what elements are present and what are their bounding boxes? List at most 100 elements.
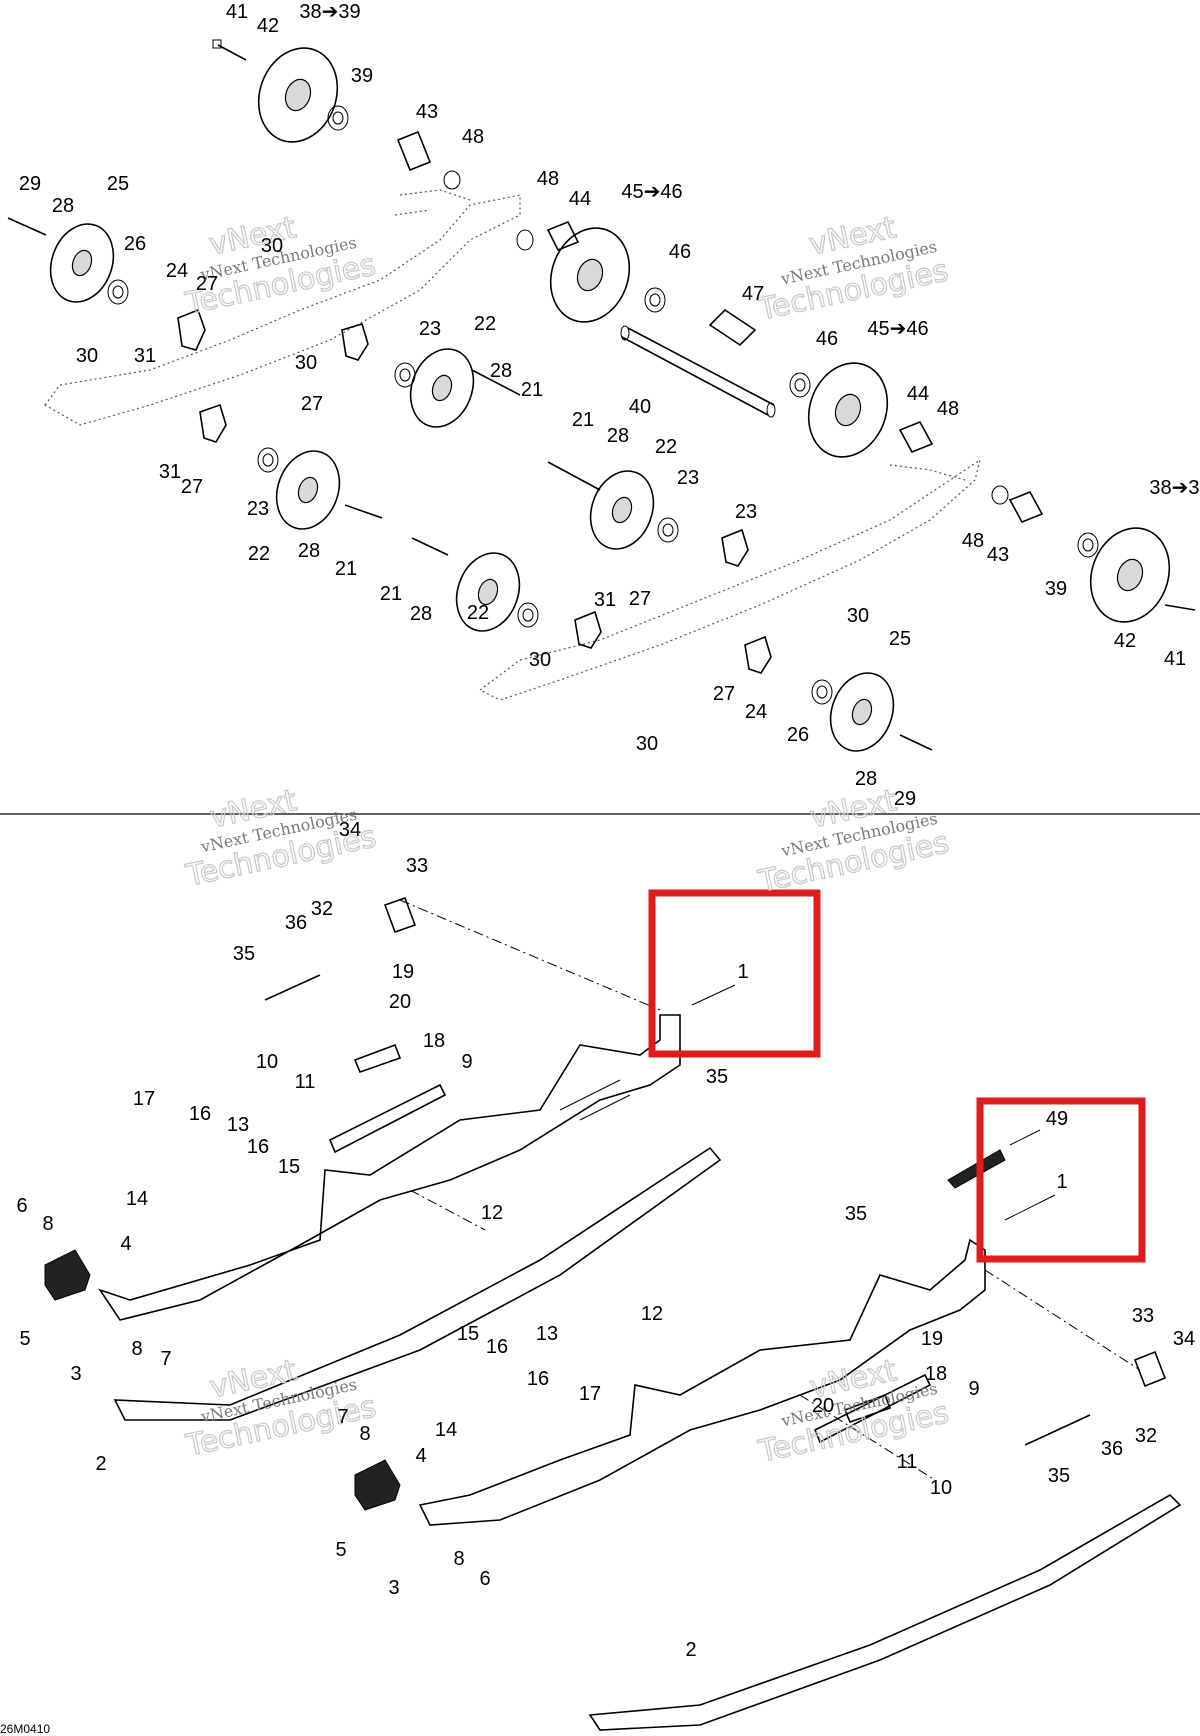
wheel-45-lower	[807, 362, 889, 458]
callout-top-2: 38➔39	[299, 1, 360, 23]
callout-top-5: 48	[462, 126, 484, 148]
callout-bottom-43: 14	[435, 1419, 457, 1441]
callout-bottom-55: 10	[930, 1477, 952, 1499]
wheel-45-upper	[549, 227, 631, 323]
wheel-25-top	[49, 223, 115, 303]
callout-bottom-8: 9	[461, 1051, 472, 1073]
callout-bottom-2: 32	[311, 898, 333, 920]
callout-top-58: 43	[987, 544, 1009, 566]
callout-top-40: 21	[335, 558, 357, 580]
callout-bottom-35: 18	[925, 1363, 947, 1385]
callout-bottom-41: 16	[527, 1368, 549, 1390]
wheel-22-a	[409, 348, 475, 428]
callout-top-54: 28	[855, 768, 877, 790]
callout-bottom-13: 17	[133, 1088, 155, 1110]
callout-top-46: 30	[847, 605, 869, 627]
callout-top-13: 44	[907, 383, 929, 405]
callout-top-61: 41	[1164, 648, 1186, 670]
callout-top-43: 22	[467, 602, 489, 624]
cross-blocks	[383, 896, 1167, 1388]
cross-shaft	[620, 325, 776, 418]
callout-bottom-17: 15	[278, 1156, 300, 1178]
callout-top-31: 21	[572, 409, 594, 431]
top-bolts	[7, 39, 1196, 751]
callout-top-56: 38➔39	[1149, 477, 1200, 499]
callout-bottom-26: 7	[160, 1348, 171, 1370]
callout-top-36: 31	[159, 461, 181, 483]
callout-bottom-49: 8	[453, 1548, 464, 1570]
callout-bottom-46: 4	[415, 1445, 426, 1467]
callout-top-27: 22	[474, 313, 496, 335]
callout-bottom-24: 3	[70, 1363, 81, 1385]
upper-skid	[113, 1146, 722, 1421]
callout-bottom-6: 20	[389, 991, 411, 1013]
callout-bottom-38: 15	[457, 1323, 479, 1345]
callout-bottom-28: 49	[1046, 1108, 1068, 1130]
callout-bottom-16: 16	[247, 1136, 269, 1158]
callout-top-59: 39	[1045, 578, 1067, 600]
callout-top-55: 29	[894, 788, 916, 810]
callout-top-33: 22	[655, 436, 677, 458]
callout-top-57: 48	[962, 530, 984, 552]
highlight-box-upper	[648, 889, 821, 1058]
callout-top-25: 27	[301, 393, 323, 415]
callout-bottom-12: 11	[295, 1071, 316, 1093]
wheel-22-d	[455, 552, 521, 632]
callout-top-50: 24	[745, 701, 767, 723]
callout-top-32: 28	[607, 425, 629, 447]
assembly-center-lines	[399, 899, 1141, 1481]
callout-top-18: 26	[124, 233, 146, 255]
callout-top-37: 23	[247, 498, 269, 520]
callout-top-52: 25	[889, 628, 911, 650]
wheel-22-b	[275, 450, 341, 530]
callout-top-21: 27	[196, 273, 218, 295]
callout-bottom-33: 12	[641, 1303, 663, 1325]
lower-rail	[418, 1238, 986, 1526]
callout-bottom-23: 5	[19, 1328, 30, 1350]
callout-bottom-9: 1	[737, 961, 748, 983]
bearings-and-spacers	[107, 105, 1099, 705]
callout-top-29: 21	[521, 379, 543, 401]
callout-top-6: 48	[537, 168, 559, 190]
callout-top-60: 42	[1114, 630, 1136, 652]
callout-bottom-39: 16	[486, 1336, 508, 1358]
axle-brackets	[177, 308, 772, 674]
callout-top-7: 44	[569, 188, 591, 210]
callout-top-23: 30	[76, 345, 98, 367]
slide-brackets	[328, 1043, 932, 1444]
callout-top-45: 27	[629, 588, 651, 610]
callout-top-0: 41	[226, 1, 248, 23]
callout-bottom-5: 19	[392, 961, 414, 983]
highlight-box-lower	[976, 1097, 1146, 1263]
long-bolts	[264, 974, 1091, 1446]
callout-bottom-15: 13	[227, 1114, 249, 1136]
callout-bottom-42: 17	[579, 1383, 601, 1405]
callout-bottom-22: 4	[120, 1233, 131, 1255]
callout-bottom-47: 5	[335, 1539, 346, 1561]
callout-top-3: 39	[351, 65, 373, 87]
callout-bottom-37: 20	[812, 1395, 834, 1417]
callout-top-16: 28	[52, 195, 74, 217]
wheel-22-c	[589, 470, 655, 550]
callout-top-51: 26	[787, 724, 809, 746]
callout-bottom-25: 8	[131, 1338, 142, 1360]
callout-top-12: 45➔46	[867, 318, 928, 340]
callout-bottom-53: 35	[1048, 1465, 1070, 1487]
callout-bottom-31: 33	[1132, 1305, 1154, 1327]
callout-top-38: 22	[248, 543, 270, 565]
front-bumpers	[44, 1249, 401, 1511]
callout-bottom-11: 10	[256, 1051, 278, 1073]
callout-bottom-3: 36	[285, 912, 307, 934]
callout-top-42: 28	[410, 603, 432, 625]
callout-top-17: 25	[107, 173, 129, 195]
callout-top-48: 31	[594, 589, 616, 611]
callout-top-49: 27	[713, 683, 735, 705]
callout-top-11: 46	[816, 328, 838, 350]
callout-top-19: 30	[261, 235, 283, 257]
callout-top-39: 28	[298, 540, 320, 562]
callout-top-34: 23	[677, 467, 699, 489]
callout-bottom-27: 2	[95, 1453, 106, 1475]
callout-bottom-1: 33	[406, 855, 428, 877]
